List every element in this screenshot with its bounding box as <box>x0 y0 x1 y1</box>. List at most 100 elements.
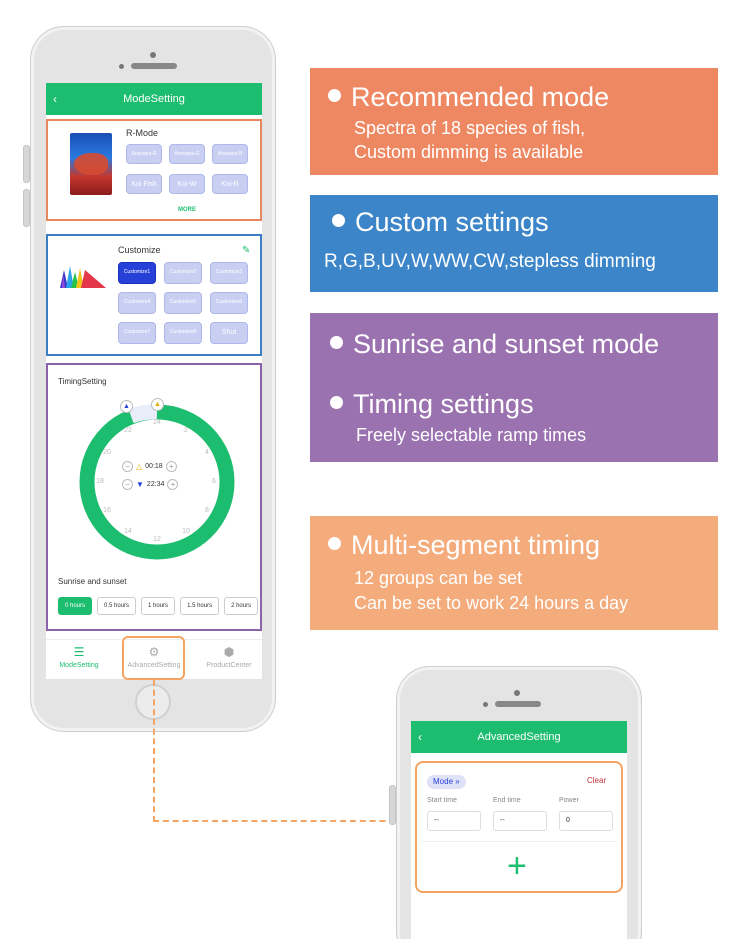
nav-label: ProductCenter <box>206 662 252 669</box>
advanced-phone-frame: ‹ AdvancedSetting Mode » Clear Start tim… <box>389 666 642 939</box>
nav-product-center[interactable]: ⬢ ProductCenter <box>194 644 262 669</box>
ramp-option[interactable]: 2 hours <box>224 597 259 615</box>
rmode-chip[interactable]: Arowana-G <box>169 144 205 164</box>
customize-chip[interactable]: Customize8 <box>164 322 202 344</box>
ramp-option[interactable]: 1.5 hours <box>180 597 220 615</box>
sunrise-handle-icon[interactable]: ▲ <box>151 398 164 411</box>
fish-image <box>70 133 112 195</box>
spectrum-graph-icon <box>60 266 106 288</box>
sunset-handle-icon[interactable]: ▲ <box>120 400 133 413</box>
power-field[interactable]: 0 <box>559 811 613 831</box>
timing-section: TimingSetting ▲ ▲ 24 2 4 6 8 10 12 14 16… <box>46 363 262 631</box>
start-time-label: Start time <box>427 797 457 804</box>
feature-line: R,G,B,UV,W,WW,CW,stepless dimming <box>324 251 656 272</box>
sensor-dot <box>119 64 124 69</box>
edit-pencil-icon[interactable]: ✎ <box>242 245 251 256</box>
feature-recommended: Recommended mode Spectra of 18 species o… <box>310 68 718 175</box>
feature-heading: Multi-segment timing <box>328 530 600 561</box>
dial-tick: 12 <box>153 536 161 543</box>
timing-title: TimingSetting <box>58 377 107 386</box>
gear-icon: ⚙ <box>148 645 160 659</box>
dial-tick: 10 <box>182 528 190 535</box>
sliders-icon: ☰ <box>73 645 85 659</box>
advanced-screen: ‹ AdvancedSetting Mode » Clear Start tim… <box>411 721 627 939</box>
main-phone-frame: ‹ ModeSetting R-Mode Arowana-R Arowana-G… <box>23 26 276 732</box>
feature-line: Custom dimming is available <box>354 142 584 162</box>
nav-mode-setting[interactable]: ☰ ModeSetting <box>46 644 114 669</box>
rmode-section: R-Mode Arowana-R Arowana-G Arowana-B Koi… <box>46 119 262 221</box>
speaker-grille <box>495 701 541 707</box>
dial-ring[interactable] <box>76 401 238 563</box>
ramp-option[interactable]: 0.5 hours <box>97 597 137 615</box>
sunset-icon: ▼ <box>136 480 144 489</box>
dial-tick: 22 <box>124 427 132 434</box>
ramp-subtitle: Sunrise and sunset <box>58 577 127 586</box>
double-chevron-icon: » <box>455 777 460 786</box>
start-time-field[interactable]: -- <box>427 811 481 831</box>
power-label: Power <box>559 797 579 804</box>
customize-chip[interactable]: Customize2 <box>164 262 202 284</box>
more-link[interactable]: MORE <box>178 207 196 213</box>
connector-horizontal <box>153 820 415 822</box>
minus-icon[interactable]: − <box>122 461 133 472</box>
shut-chip[interactable]: Shut <box>210 322 248 344</box>
camera-dot <box>150 52 156 58</box>
camera-dot <box>514 690 520 696</box>
dial-tick: 18 <box>96 478 104 485</box>
page-title: ModeSetting <box>123 93 185 105</box>
dial-tick: 6 <box>212 478 216 485</box>
end-time-label: End time <box>493 797 521 804</box>
nav-advanced-setting[interactable]: ⚙ AdvancedSetting <box>119 644 189 669</box>
dial-tick: 24 <box>153 419 161 426</box>
feature-heading: Recommended mode <box>328 82 609 113</box>
cube-icon: ⬢ <box>223 645 235 659</box>
end-time-field[interactable]: -- <box>493 811 547 831</box>
chevron-left-icon[interactable]: ‹ <box>53 92 57 106</box>
ramp-option[interactable]: 1 hours <box>141 597 176 615</box>
dial-tick: 20 <box>103 449 111 456</box>
rmode-title: R-Mode <box>126 128 159 138</box>
app-bar: ‹ AdvancedSetting <box>411 721 627 753</box>
clear-button[interactable]: Clear <box>587 776 607 785</box>
sunrise-time-row: − △ 00:18 + <box>122 461 177 472</box>
feature-heading: Sunrise and sunset mode <box>330 329 659 360</box>
chevron-left-icon[interactable]: ‹ <box>418 730 422 744</box>
feature-heading: Custom settings <box>332 207 549 238</box>
sunset-time-row: − ▼ 22:34 + <box>122 479 179 490</box>
minus-icon[interactable]: − <box>122 479 133 490</box>
feature-custom: Custom settings R,G,B,UV,W,WW,CW,steples… <box>310 195 718 292</box>
rmode-chip[interactable]: Koi-W <box>169 174 205 194</box>
advanced-card: Mode » Clear Start time End time Power -… <box>415 761 623 893</box>
plus-icon[interactable]: + <box>167 479 179 490</box>
timing-dial[interactable]: ▲ ▲ 24 2 4 6 8 10 12 14 16 18 20 22 − △ … <box>76 398 238 563</box>
customize-title: Customize <box>118 245 161 255</box>
ramp-options: 0 hours 0.5 hours 1 hours 1.5 hours 2 ho… <box>58 597 259 615</box>
feature-sunrise-timing: Sunrise and sunset mode Timing settings … <box>310 313 718 462</box>
feature-heading: Timing settings <box>330 389 534 420</box>
customize-chip[interactable]: Customize5 <box>164 292 202 314</box>
dial-tick: 16 <box>103 507 111 514</box>
feature-line: Freely selectable ramp times <box>356 425 587 445</box>
rmode-chip[interactable]: Arowana-B <box>212 144 248 164</box>
bottom-nav: ☰ ModeSetting ⚙ AdvancedSetting ⬢ Produc… <box>46 639 262 679</box>
customize-chip[interactable]: Customize6 <box>210 292 248 314</box>
feature-multi-segment: Multi-segment timing 12 groups can be se… <box>310 516 718 630</box>
rmode-chip[interactable]: Koi Fish <box>126 174 162 194</box>
customize-chip[interactable]: Customize3 <box>210 262 248 284</box>
volume-down-button <box>23 189 30 227</box>
feature-line: 12 groups can be set <box>354 568 523 588</box>
customize-chip[interactable]: Customize4 <box>118 292 156 314</box>
dial-tick: 2 <box>184 427 188 434</box>
plus-icon[interactable]: + <box>507 847 527 885</box>
mode-tag[interactable]: Mode » <box>427 775 466 789</box>
rmode-chip[interactable]: Koi-R <box>212 174 248 194</box>
rmode-chip[interactable]: Arowana-R <box>126 144 162 164</box>
nav-label: ModeSetting <box>59 662 99 669</box>
sunrise-icon: △ <box>136 462 143 471</box>
customize-chip-selected[interactable]: Customize1 <box>118 262 156 284</box>
ramp-option-selected[interactable]: 0 hours <box>58 597 93 615</box>
plus-icon[interactable]: + <box>165 461 177 472</box>
customize-chip[interactable]: Customize7 <box>118 322 156 344</box>
page-title: AdvancedSetting <box>477 731 561 743</box>
dial-tick: 8 <box>205 507 209 514</box>
